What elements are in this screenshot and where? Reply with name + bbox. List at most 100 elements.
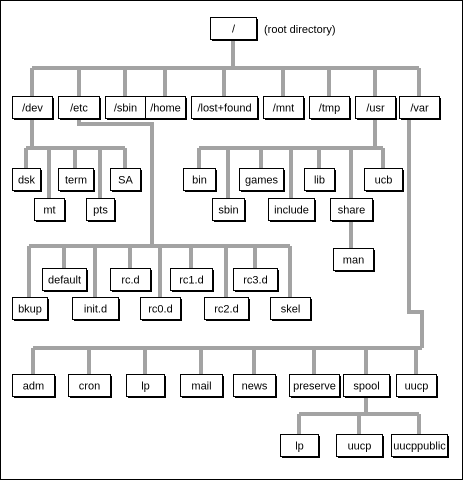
node-bkup: bkup — [12, 297, 49, 321]
node-dsk: dsk — [12, 168, 42, 192]
node-label: pts — [93, 205, 108, 217]
node-box — [289, 374, 340, 397]
node-box — [140, 297, 181, 320]
node-rc0d: rc0.d — [140, 297, 182, 321]
node-label: /tmp — [319, 103, 340, 115]
node-pts: pts — [86, 198, 116, 222]
node-news: news — [233, 374, 277, 398]
node-box — [110, 268, 151, 291]
node-label: sbin — [218, 205, 238, 217]
node-man: man — [333, 248, 375, 272]
node-label: lp — [141, 381, 150, 393]
node-box — [336, 434, 383, 457]
node-share: share — [330, 198, 374, 222]
node-label: rc2.d — [214, 304, 238, 316]
node-skel: skel — [270, 297, 312, 321]
node-lp-var: lp — [126, 374, 166, 398]
node-box — [204, 297, 249, 320]
node-box — [86, 198, 115, 221]
node-label: man — [343, 255, 364, 267]
node-default: default — [42, 268, 88, 292]
node-rc3d: rc3.d — [233, 268, 279, 292]
node-label: lib — [314, 175, 325, 187]
node-label: preserve — [293, 381, 336, 393]
node-label: init.d — [84, 304, 107, 316]
node-box — [391, 434, 448, 457]
node-usr: /usr — [355, 96, 397, 120]
node-box — [280, 434, 319, 457]
node-label: ucb — [375, 175, 393, 187]
node-rc2d: rc2.d — [204, 297, 250, 321]
node-label: include — [274, 205, 309, 217]
node-box — [239, 168, 284, 191]
node-uucp-spool: uucp — [336, 434, 384, 458]
node-root: / — [210, 17, 258, 41]
node-label: /home — [150, 103, 181, 115]
node-spool: spool — [343, 374, 391, 398]
node-lp-spool: lp — [280, 434, 320, 458]
node-ucb: ucb — [364, 168, 404, 192]
node-box — [110, 168, 141, 191]
node-box — [180, 374, 223, 397]
node-box — [212, 198, 245, 221]
connector-lines — [24, 41, 424, 434]
node-box — [396, 374, 437, 397]
node-label: /sbin — [114, 103, 137, 115]
node-mnt: /mnt — [263, 96, 305, 120]
node-label: /mnt — [273, 103, 294, 115]
node-dev: /dev — [12, 96, 54, 120]
node-uucp-var: uucp — [396, 374, 438, 398]
node-label: news — [242, 381, 268, 393]
node-label: /lost+found — [197, 103, 251, 115]
root-note: (root directory) — [264, 24, 336, 36]
edge-var-trunk — [407, 118, 424, 348]
node-label: SA — [118, 175, 133, 187]
node-label: /var — [410, 103, 429, 115]
node-box — [210, 17, 257, 40]
node-box — [42, 268, 87, 291]
node-label: mt — [43, 205, 55, 217]
node-label: /dev — [22, 103, 43, 115]
node-box — [170, 268, 213, 291]
node-label: skel — [281, 304, 301, 316]
node-uucppublic: uucppublic — [391, 434, 449, 458]
node-box — [12, 297, 48, 320]
node-box — [304, 168, 335, 191]
node-label: rc1.d — [179, 275, 203, 287]
node-box — [58, 168, 94, 191]
node-box — [268, 198, 315, 221]
node-box — [145, 96, 186, 119]
node-label: mail — [191, 381, 211, 393]
node-label: games — [245, 175, 279, 187]
node-label: term — [65, 175, 87, 187]
node-etc: /etc — [58, 96, 101, 120]
node-box — [72, 297, 119, 320]
node-label: dsk — [18, 175, 36, 187]
node-bin: bin — [183, 168, 217, 192]
edge-etc-trunk — [77, 118, 154, 246]
node-var: /var — [399, 96, 441, 120]
node-label: default — [48, 275, 81, 287]
node-cron: cron — [68, 374, 112, 398]
node-label: bin — [192, 175, 207, 187]
node-sa: SA — [110, 168, 142, 192]
node-label: uucp — [348, 441, 372, 453]
node-box — [12, 374, 55, 397]
node-label: / — [232, 24, 236, 36]
node-label: bkup — [18, 304, 42, 316]
node-label: rc0.d — [148, 304, 172, 316]
node-rcd: rc.d — [110, 268, 152, 292]
node-box — [330, 198, 373, 221]
node-initd: init.d — [72, 297, 120, 321]
node-box — [270, 297, 311, 320]
node-home: /home — [145, 96, 187, 120]
node-sbin-usr: sbin — [212, 198, 246, 222]
node-box — [126, 374, 165, 397]
node-layer: / /dev/etc/sbin/home/lost+found/mnt/tmp/u… — [12, 17, 449, 458]
node-label: uucp — [405, 381, 429, 393]
node-label: share — [338, 205, 366, 217]
node-label: lp — [295, 441, 304, 453]
node-include: include — [268, 198, 316, 222]
